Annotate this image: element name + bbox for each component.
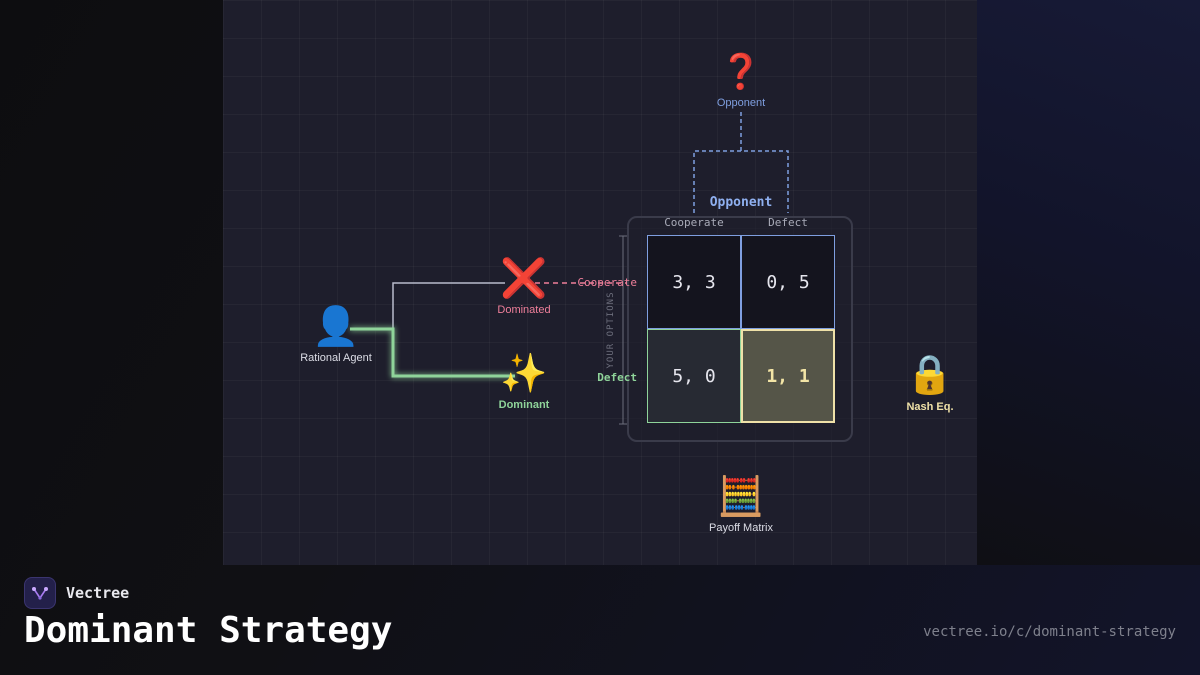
brand[interactable]: Vectree bbox=[24, 577, 129, 609]
dominant-label: Dominant bbox=[498, 399, 550, 411]
matrix-column-header: Opponent bbox=[709, 195, 773, 210]
dominant-branch-line bbox=[350, 327, 515, 378]
lock-icon: 🔒 bbox=[906, 354, 954, 396]
sparkles-icon: ✨ bbox=[500, 353, 548, 395]
abacus-icon: 🧮 bbox=[717, 476, 765, 518]
row-axis-label: YOUR OPTIONS bbox=[606, 291, 616, 369]
nash-equilibrium-label: Nash Eq. bbox=[906, 401, 954, 413]
payoff-cell-defect-cooperate[interactable]: 5, 0 bbox=[647, 329, 741, 423]
column-label-defect: Defect bbox=[768, 216, 808, 229]
opponent-node[interactable]: ❓ Opponent bbox=[691, 52, 791, 110]
background-glow bbox=[976, 0, 1200, 565]
column-label-cooperate: Cooperate bbox=[664, 216, 724, 229]
payoff-matrix-node[interactable]: 🧮 Payoff Matrix bbox=[691, 476, 791, 535]
payoff-cell-cooperate-defect[interactable]: 0, 5 bbox=[741, 235, 835, 329]
page-url[interactable]: vectree.io/c/dominant-strategy bbox=[923, 624, 1176, 640]
dominant-node[interactable]: ✨ Dominant bbox=[474, 353, 574, 412]
row-label-defect: Defect bbox=[597, 371, 637, 384]
opponent-bracket-link bbox=[693, 150, 789, 213]
brand-name: Vectree bbox=[66, 584, 130, 602]
opponent-label: Opponent bbox=[716, 97, 766, 109]
dominated-node[interactable]: ❌ Dominated bbox=[474, 258, 574, 317]
nash-equilibrium-node[interactable]: 🔒 Nash Eq. bbox=[880, 354, 980, 414]
page-title: Dominant Strategy bbox=[24, 610, 393, 651]
payoff-cell-cooperate-cooperate[interactable]: 3, 3 bbox=[647, 235, 741, 329]
rational-agent-label: Rational Agent bbox=[300, 352, 372, 364]
question-mark-icon: ❓ bbox=[719, 53, 763, 91]
row-axis-bracket bbox=[619, 235, 627, 425]
vector-logo-icon bbox=[24, 577, 56, 609]
payoff-cell-defect-defect[interactable]: 1, 1 bbox=[741, 329, 835, 423]
cross-mark-icon: ❌ bbox=[500, 258, 548, 300]
person-silhouette-icon: 👤 bbox=[312, 306, 360, 348]
rational-agent-node[interactable]: 👤 Rational Agent bbox=[286, 306, 386, 365]
payoff-matrix-label: Payoff Matrix bbox=[709, 522, 773, 534]
row-label-cooperate: Cooperate bbox=[577, 276, 637, 289]
dominated-label: Dominated bbox=[497, 304, 551, 316]
